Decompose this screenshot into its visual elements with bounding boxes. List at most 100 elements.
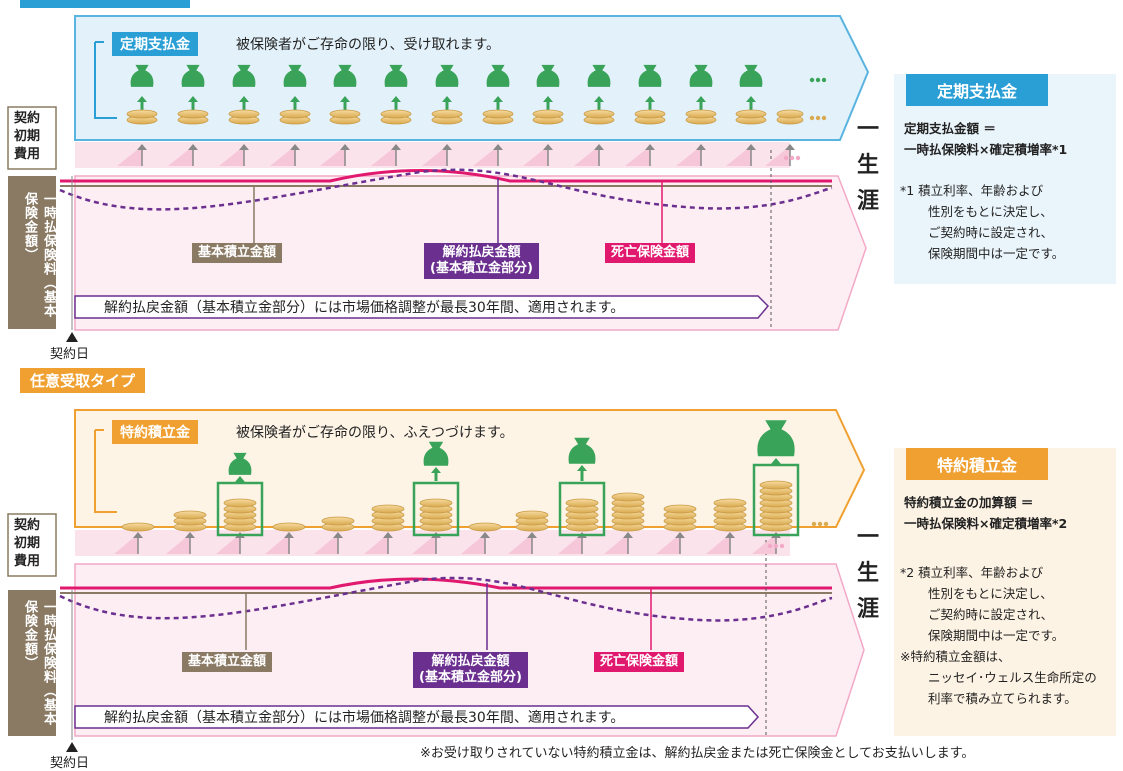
coin-stack [482,109,514,125]
bottom-side-formula: 特約積立金の加算額 ＝一時払保険料×確定積増率*2 [904,495,1068,531]
up-arrow-icon [623,532,633,554]
up-arrow-icon [239,144,249,166]
money-bag-icon [283,64,307,87]
top-payment-band [74,15,870,141]
cost-triangle [558,534,582,554]
up-arrow-icon [594,144,604,166]
money-bag-icon [333,64,357,87]
cost-triangle [604,534,628,554]
cost-triangle [320,146,345,166]
up-arrow-icon [771,458,781,464]
up-arrow-icon [543,144,553,166]
cost-triangle [625,146,650,166]
ellipsis-dots [809,77,827,83]
cost-triangle [168,146,193,166]
money-bag-icon [739,64,763,87]
bottom-payment-text: 被保険者がご存命の限り、ふえつづけます。 [236,425,514,441]
money-bag-icon [536,64,560,87]
up-arrow-icon [137,144,147,166]
bottom-basic-label: 基本積立金額 [182,652,273,672]
bottom-payment-band [74,409,866,528]
coin-stack [776,109,804,125]
top-side-formula: 定期支払金額 ＝一時払保険料×確定積増率*1 [904,121,1068,157]
bottom-surrender-label: 解約払戻金額(基本積立金部分) [413,652,528,688]
top-lifelong: 一生涯 [857,117,880,214]
ellipsis-dots [809,115,827,121]
money-bag-icon [423,441,449,466]
cost-triangle [219,146,244,166]
up-arrow-icon [577,465,587,481]
bottom-side-panel [894,448,1116,736]
up-arrow-icon [725,532,735,554]
cost-triangle [114,534,138,554]
ellipsis-dots [811,521,829,527]
coin-stack [685,109,717,125]
coin-stack [228,109,260,125]
cost-triangle [216,534,240,554]
money-bag-icon [130,64,154,87]
cost-triangle [523,146,548,166]
money-bag-icon [435,64,459,87]
coin-stack [121,522,155,532]
coin-stack [532,109,564,125]
coin-stack [759,480,793,532]
up-arrow-icon [527,532,537,554]
coin-stack [380,109,412,125]
money-bag-icon [757,420,795,457]
up-arrow-icon [746,144,756,166]
coin-stack [371,504,405,532]
bottom-initial-cost: 契約初期費用 [14,518,41,569]
top-initial-cost: 契約初期費用 [14,111,41,162]
top-death-label: 死亡保険金額 [605,243,696,263]
footer-note: ※お受け取りされていない特約積立金は、解約払戻金または死亡保険金としてお支払いし… [420,746,975,761]
bottom-lifelong: 一生涯 [857,525,880,622]
highlight-box [412,481,460,537]
coin-stack [223,498,257,532]
cost-triangle [412,534,436,554]
coin-stack [663,504,697,532]
bottom-initial-cost-box [7,513,57,577]
top-contract-date: 契約日 [50,347,90,362]
top-initial-cost-box [7,106,57,170]
cost-triangle [117,146,142,166]
coin-stack [565,498,599,532]
coin-stack [173,510,207,532]
bottom-payment-label: 特約積立金 [112,420,198,444]
coin-stack [431,109,463,125]
up-arrow-icon [133,532,143,554]
cost-triangle [461,534,485,554]
bottom-death-label: 死亡保険金額 [594,652,685,672]
up-arrow-icon [284,532,294,554]
top-side-title: 定期支払金 [906,74,1048,106]
coin-stack [279,109,311,125]
ellipsis-dots [783,155,801,161]
up-arrow-icon [333,532,343,554]
coin-stack [583,109,615,125]
bottom-side-title: 特約積立金 [906,448,1048,480]
cost-triangle [364,534,388,554]
highlight-box [752,463,800,537]
highlight-box [216,481,264,537]
bottom-mva-arrow [74,705,760,729]
cost-triangle [314,534,338,554]
up-arrow-icon [675,532,685,554]
top-payment-text: 被保険者がご存命の限り、受け取れます。 [236,37,501,53]
money-bag-icon [689,64,713,87]
coin-stack [329,109,361,125]
cost-triangle [422,146,447,166]
up-arrow-icon [383,532,393,554]
cost-triangle [473,146,498,166]
cost-triangle [676,146,701,166]
money-bag-icon [232,64,256,87]
cost-triangle [706,534,730,554]
bottom-premium-label: 一時払保険料（基本保険金額） [22,600,56,726]
up-arrow-icon [696,144,706,166]
up-arrow-icon [391,144,401,166]
coin-stack [634,109,666,125]
cost-triangle [508,534,532,554]
cost-triangle [726,146,751,166]
up-arrow-icon [188,144,198,166]
top-premium-label: 一時払保険料（基本保険金額） [22,192,56,318]
up-arrow-icon [645,144,655,166]
section2-title: 任意受取タイプ [20,368,146,393]
